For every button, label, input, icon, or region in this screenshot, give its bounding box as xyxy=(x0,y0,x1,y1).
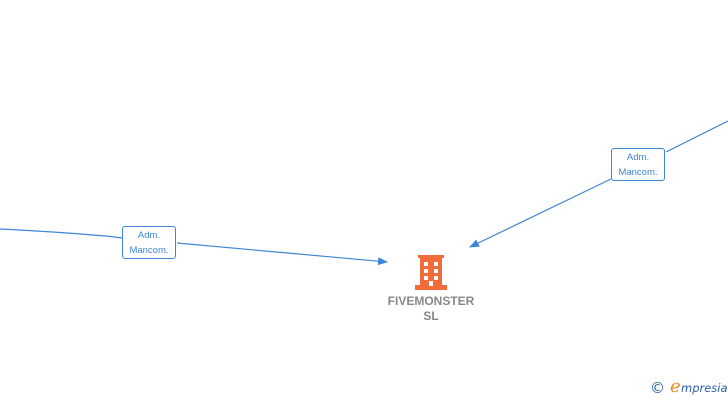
logo-accent-letter: e xyxy=(670,376,681,397)
edge-label-line1: Adm. xyxy=(626,152,650,163)
company-name[interactable]: FIVEMONSTER SL xyxy=(372,294,490,324)
company-node[interactable]: FIVEMONSTER SL xyxy=(372,255,490,324)
edge-label-line1: Adm. xyxy=(137,230,161,241)
logo-text: mpresia xyxy=(681,381,728,395)
company-name-line2: SL xyxy=(423,309,439,323)
building-icon xyxy=(415,255,447,290)
edge-right-to-company[interactable] xyxy=(665,120,728,153)
edge-label-adm-mancom[interactable]: Adm. Mancom. xyxy=(611,148,665,181)
edge-label-line2: Mancom. xyxy=(129,245,169,256)
edge-right-to-company-arrow[interactable] xyxy=(469,178,612,248)
copyright-icon: © xyxy=(650,379,665,397)
edge-left-to-company[interactable] xyxy=(0,228,123,239)
edge-label-adm-mancom[interactable]: Adm. Mancom. xyxy=(122,226,176,259)
edge-label-line2: Mancom. xyxy=(618,167,658,178)
company-name-line1: FIVEMONSTER xyxy=(387,294,475,308)
edge-left-to-company-arrow[interactable] xyxy=(176,242,388,266)
